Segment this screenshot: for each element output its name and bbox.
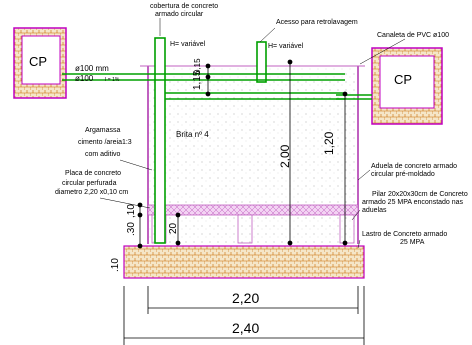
base-slab: [123, 245, 365, 279]
bottom-dimensions: [123, 286, 365, 345]
label-pillar-3: aduelas: [362, 207, 387, 214]
label-mortar-2: cimento /areia1:3: [78, 139, 132, 146]
label-channel: Canaleta de PVC ø100: [377, 32, 449, 39]
dim-010: ,10: [126, 204, 137, 218]
label-h-var-2: H= variável: [268, 43, 304, 50]
label-pipe-100: ø100 mm: [75, 64, 109, 73]
cp-left-label: CP: [29, 54, 47, 69]
cp-box-right: CP: [371, 47, 443, 125]
label-slab-2: circular perfurada: [62, 180, 117, 187]
label-base-2: 25 MPA: [400, 239, 425, 246]
dim-115: 1,15: [192, 70, 203, 90]
label-mortar-3: com aditivo: [85, 151, 121, 158]
dim-200: 2,00: [278, 144, 292, 168]
label-access: Acesso para retrolavagem: [276, 19, 358, 26]
leader-lines: [99, 18, 406, 249]
dim-015: 0,15: [193, 58, 202, 74]
pipes: [62, 37, 372, 244]
label-h-var-1: H= variável: [170, 41, 206, 48]
internal-dimensions: [137, 59, 348, 249]
label-top-cover-1: cobertura de concreto: [150, 3, 218, 10]
label-ring-2: circular pré-moldado: [371, 171, 435, 178]
dim-030: .30: [126, 222, 137, 236]
width-240: 2,40: [232, 320, 259, 336]
label-pillar-1: Pilar 20x20x30cm de Concreto: [372, 191, 468, 198]
label-base-1: Lastro de Concreto armado: [362, 231, 447, 238]
label-ring-1: Aduela de concreto armado: [371, 163, 457, 170]
cp-box-left: CP: [13, 27, 67, 99]
dim-120: 1,20: [322, 131, 336, 155]
dim-20: 20: [168, 222, 179, 234]
label-pillar-2: armado 25 MPA enconstado nas: [362, 199, 464, 206]
dim-10: .10: [110, 258, 121, 272]
label-slope: I = 1%: [105, 77, 120, 83]
label-gravel: Brita nº 4: [176, 130, 209, 139]
label-slab-3: diametro 2,20 x0,10 cm: [55, 189, 128, 196]
label-mortar-1: Argamassa: [85, 127, 121, 134]
label-top-cover-2: armado circular: [155, 11, 204, 18]
cp-right-label: CP: [394, 72, 412, 87]
label-slab-1: Placa de concreto: [65, 170, 121, 177]
label-pipe-100b: ø100: [75, 74, 94, 83]
tank-body: [140, 65, 365, 244]
width-220: 2,20: [232, 290, 259, 306]
